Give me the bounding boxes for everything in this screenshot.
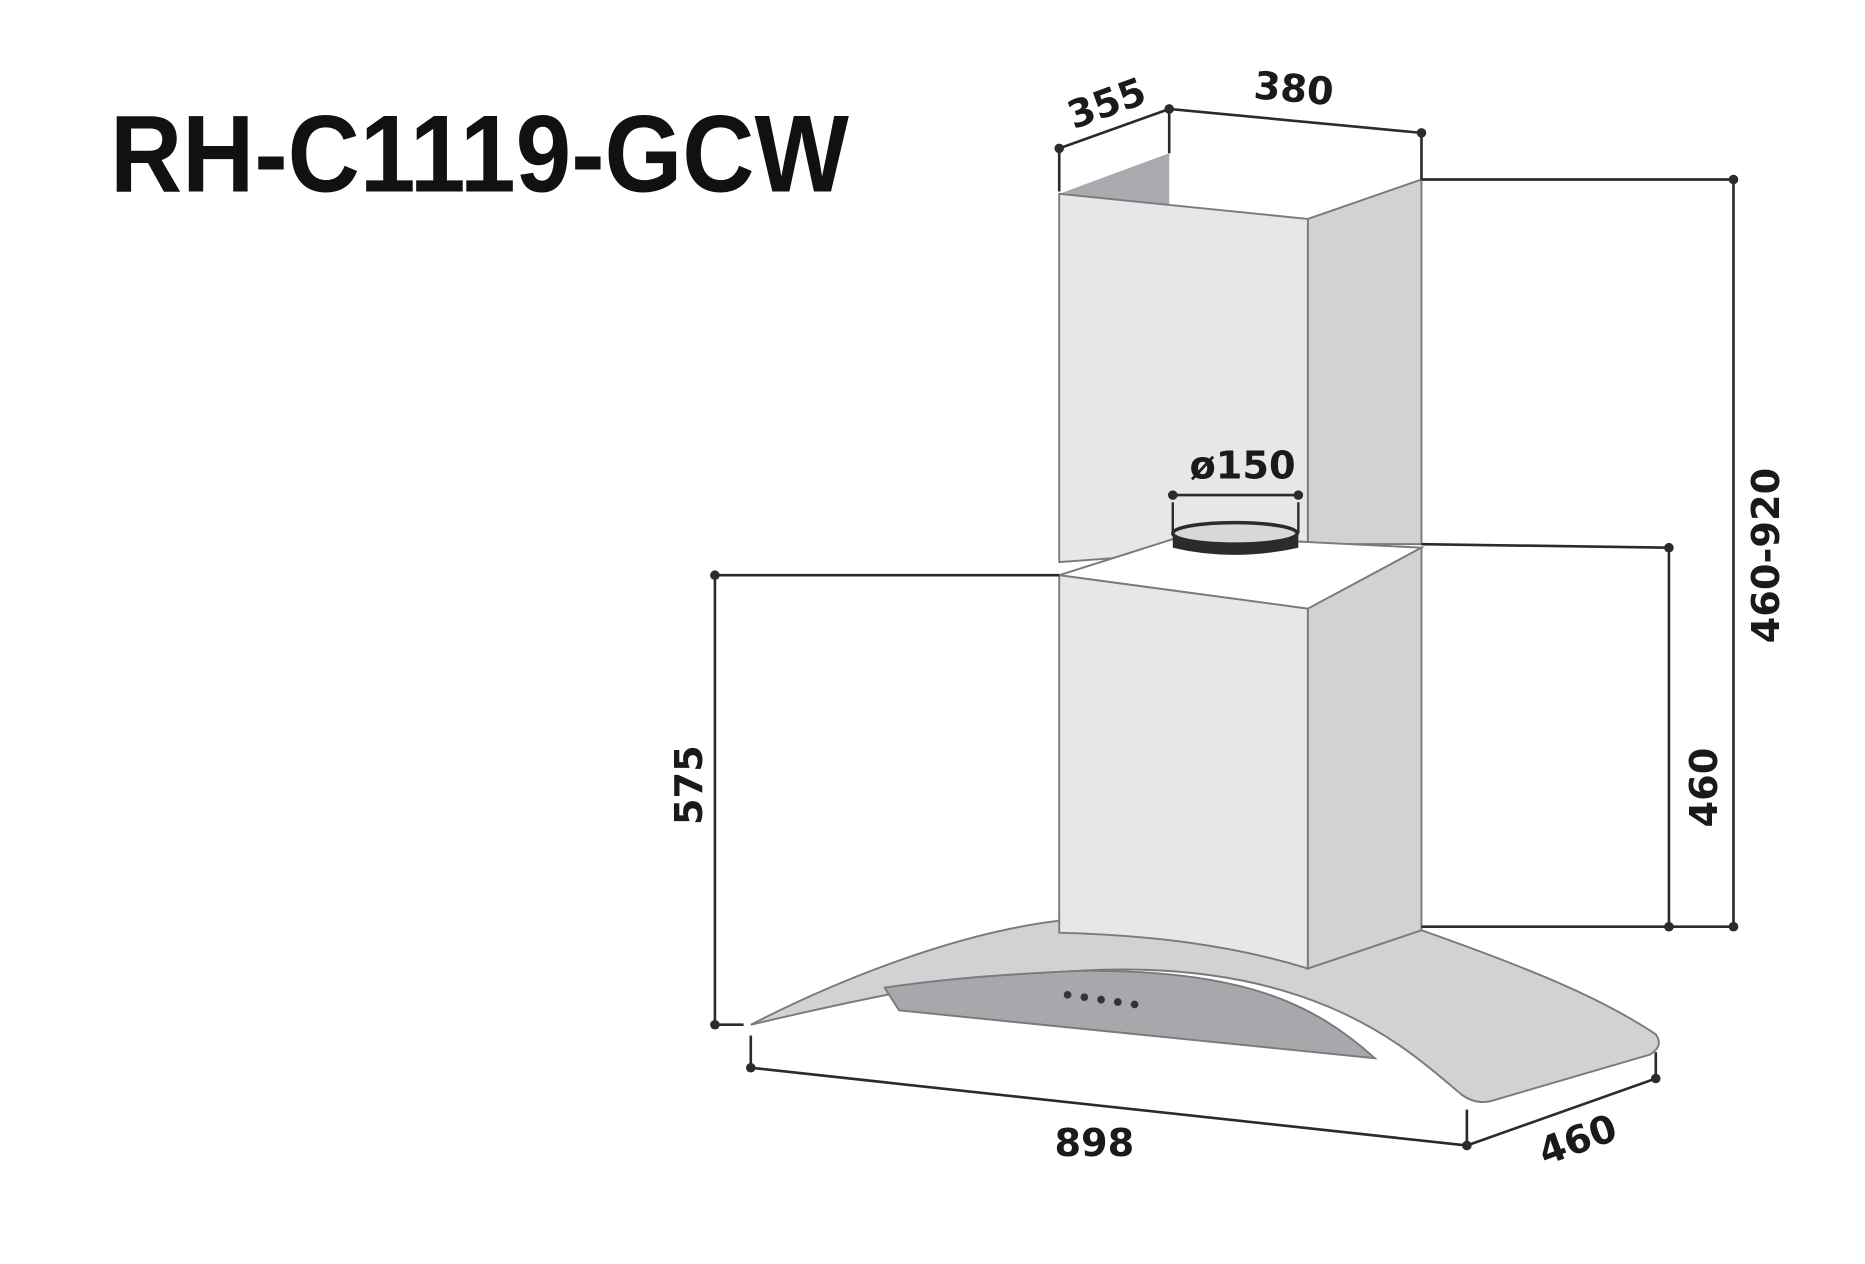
dim-hood-height: 575 xyxy=(667,745,712,825)
dimension-lines xyxy=(710,104,1739,1151)
upper-chimney-front xyxy=(1058,192,1309,564)
control-buttons xyxy=(1063,991,1139,1009)
dim-hood-width: 898 xyxy=(1054,1121,1134,1166)
lower-chimney-side xyxy=(1306,546,1423,970)
chimney xyxy=(1058,153,1425,970)
dim-duct-diameter: ø150 xyxy=(1190,443,1296,488)
hood-canopy xyxy=(750,919,1660,1103)
dim-chimney-width: 380 xyxy=(1252,63,1335,115)
duct-outlet xyxy=(1171,502,1300,555)
lower-chimney-front xyxy=(1058,574,1309,970)
dim-chimney-height-range: 460-920 xyxy=(1744,468,1789,644)
hood-underside xyxy=(883,969,1378,1060)
upper-chimney-side xyxy=(1306,178,1423,546)
dim-lower-chimney-height: 460 xyxy=(1682,748,1727,828)
dim-chimney-depth: 355 xyxy=(1062,69,1152,139)
model-title: RH-C1119-GCW xyxy=(110,92,849,215)
